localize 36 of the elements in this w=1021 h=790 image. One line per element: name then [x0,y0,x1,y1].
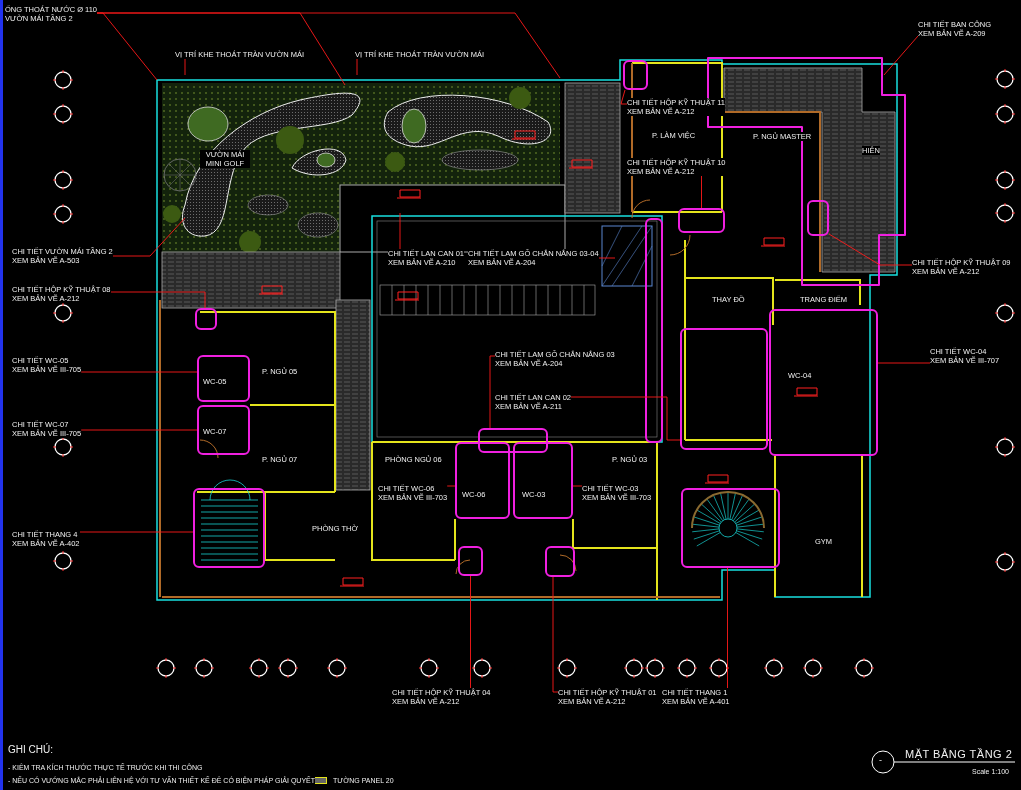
highlight-frame [623,60,648,90]
highlight-frame [458,546,483,576]
leader-line [356,58,358,76]
leader-line [80,429,198,431]
leader-line [399,212,401,250]
leader-line [112,217,186,257]
leader-line [598,257,616,259]
note-heading: GHI CHÚ: [8,744,53,756]
drawing-title: MẶT BẰNG TẦNG 2 [905,748,1013,761]
leader-line [552,576,559,693]
leader-line [570,396,681,441]
highlight-frame [807,200,829,236]
leader-line [446,485,456,487]
leader-line [96,12,561,79]
highlight-frame [195,308,217,330]
leader-line [80,371,198,373]
leader-line [828,233,913,266]
leader-line [883,35,919,76]
leader-line [470,575,471,689]
leader-line [79,531,194,533]
leader-line [620,89,628,105]
leader-line [110,291,206,309]
leader-line [877,362,931,364]
highlight-frame [678,208,725,233]
highlight-frame [681,488,780,568]
highlight-frame [545,546,575,577]
leader-line [727,567,728,689]
highlight-frame [769,309,878,456]
highlight-frame [478,428,548,453]
highlight-frame [645,218,663,443]
highlight-frame [193,488,265,568]
leader-line [572,485,583,487]
leader-line [184,58,186,76]
highlight-frame [680,328,768,450]
leader-line [701,175,702,209]
leader-line [489,355,496,429]
